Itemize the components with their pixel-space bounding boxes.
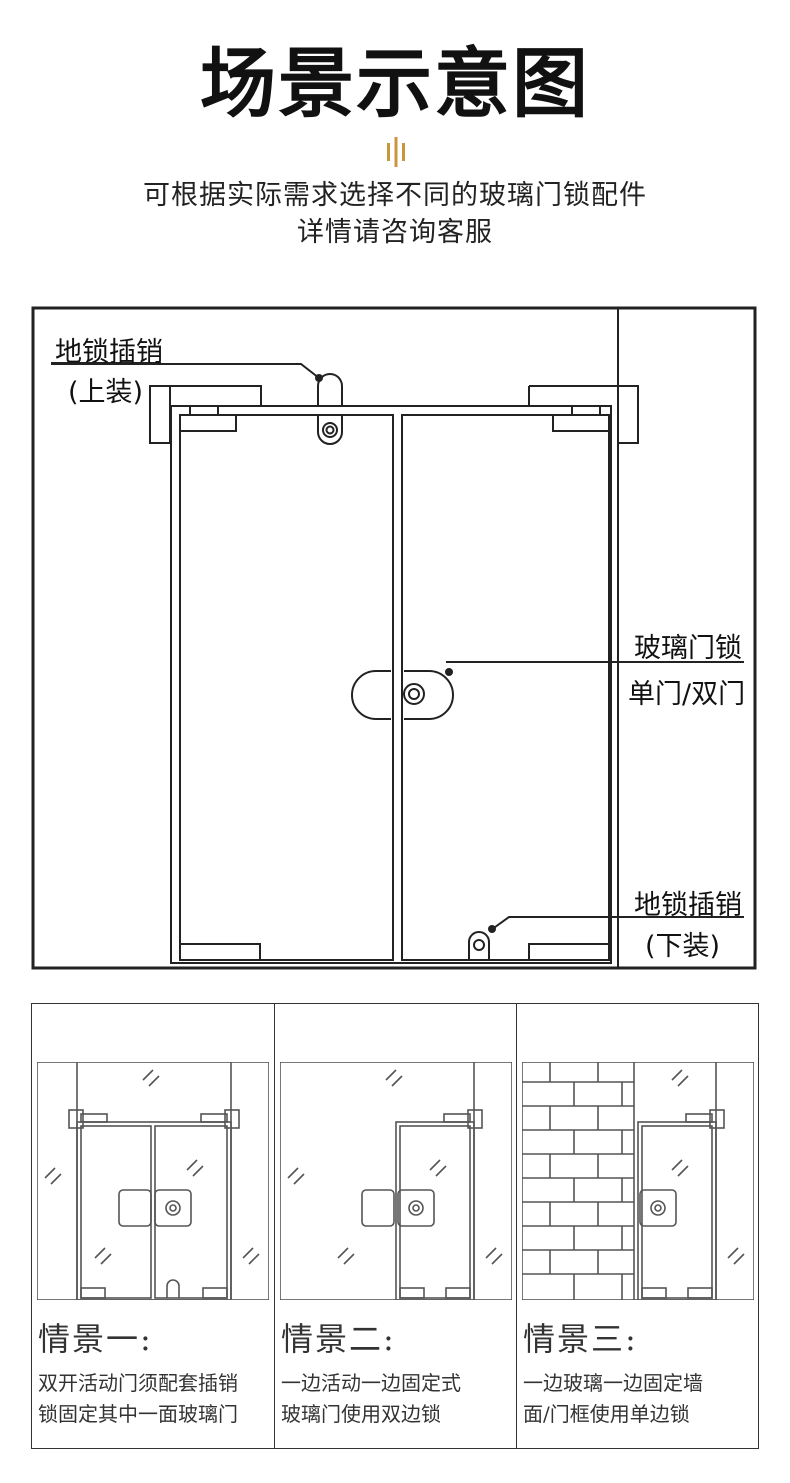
scene-desc-1-line-1: 双开活动门须配套插销 [38, 1371, 238, 1395]
accent-bars-icon [387, 137, 405, 167]
scene-desc-3-line-1: 一边玻璃一边固定墙 [523, 1371, 703, 1395]
scene-panel-3: 情景三: 一边玻璃一边固定墙 面/门框使用单边锁 [516, 1004, 759, 1448]
scene-title-3: 情景三: [523, 1320, 638, 1358]
scene-panel-1: 情景一: 双开活动门须配套插销 锁固定其中一面玻璃门 [32, 1004, 274, 1448]
scenario-panels: 情景一: 双开活动门须配套插销 锁固定其中一面玻璃门 [31, 1003, 759, 1449]
scene-title-2: 情景二: [281, 1320, 396, 1358]
door-diagram [31, 306, 757, 970]
scene-desc-2: 一边活动一边固定式 玻璃门使用双边锁 [281, 1368, 517, 1430]
scene-desc-3-line-2: 面/门框使用单边锁 [523, 1402, 690, 1426]
subtitle-line-2: 详情请咨询客服 [297, 217, 493, 248]
double-door-illustration [37, 1062, 269, 1300]
single-door-fixed-glass-illustration [280, 1062, 512, 1300]
scene-title-1: 情景一: [38, 1320, 153, 1358]
scene-desc-1-line-2: 锁固定其中一面玻璃门 [38, 1402, 238, 1426]
scene-desc-1: 双开活动门须配套插销 锁固定其中一面玻璃门 [38, 1368, 274, 1430]
top-lock-label: 地锁插销 [55, 337, 163, 368]
scene-desc-2-line-2: 玻璃门使用双边锁 [281, 1402, 441, 1426]
scene-panel-2: 情景二: 一边活动一边固定式 玻璃门使用双边锁 [274, 1004, 517, 1448]
glass-lock-sub: 单门/双门 [628, 679, 746, 710]
brick-wall-door-illustration [522, 1062, 754, 1300]
bottom-lock-sub: (下装) [645, 931, 721, 962]
scene-desc-3: 一边玻璃一边固定墙 面/门框使用单边锁 [523, 1368, 759, 1430]
top-lock-sub: (上装) [68, 377, 144, 408]
glass-lock-label: 玻璃门锁 [634, 633, 742, 664]
scene-desc-2-line-1: 一边活动一边固定式 [281, 1371, 461, 1395]
page-title: 场景示意图 [200, 39, 590, 128]
subtitle-line-1: 可根据实际需求选择不同的玻璃门锁配件 [143, 180, 647, 211]
bottom-lock-label: 地锁插销 [634, 890, 742, 921]
